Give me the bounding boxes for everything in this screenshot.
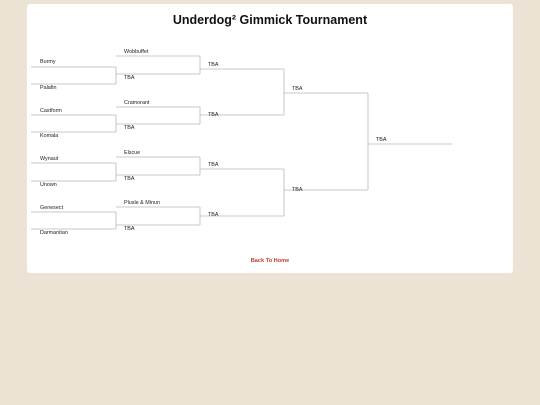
r3-slot-1: TBA [208,62,219,68]
r1-slot-6: Unown [40,182,57,188]
r2-slot-3: Cramorant [124,100,150,106]
r2-slot-7: Plusle & Minun [124,200,160,206]
r4-slot-1: TBA [292,86,303,92]
r2-slot-4: TBA [124,125,135,131]
r2-slot-1: Wobbuffet [124,49,149,55]
page-title: Underdog² Gimmick Tournament [172,13,368,27]
r1-slot-7: Genesect [40,205,64,211]
r1-slot-1: Burmy [40,59,56,65]
r2-slot-6: TBA [124,176,135,182]
r2-slot-2: TBA [124,75,135,81]
back-to-home-link[interactable]: Back To Home [250,258,290,264]
r1-slot-3: Castform [40,108,62,114]
r4-slot-2: TBA [292,187,303,193]
r3-slot-2: TBA [208,112,219,118]
r1-slot-4: Komala [40,133,59,139]
r3-slot-4: TBA [208,212,219,218]
bracket-lines [31,55,452,230]
r1-slot-8: Darmanitan [40,230,68,236]
r2-slot-8: TBA [124,226,135,232]
r3-slot-3: TBA [208,162,219,168]
r1-slot-5: Wynaut [40,156,59,162]
r2-slot-5: Elscue [124,150,141,156]
bracket-card: Underdog² Gimmick Tournament [27,4,513,273]
r1-slot-2: Palafin [40,85,57,91]
final-slot: TBA [376,137,387,143]
